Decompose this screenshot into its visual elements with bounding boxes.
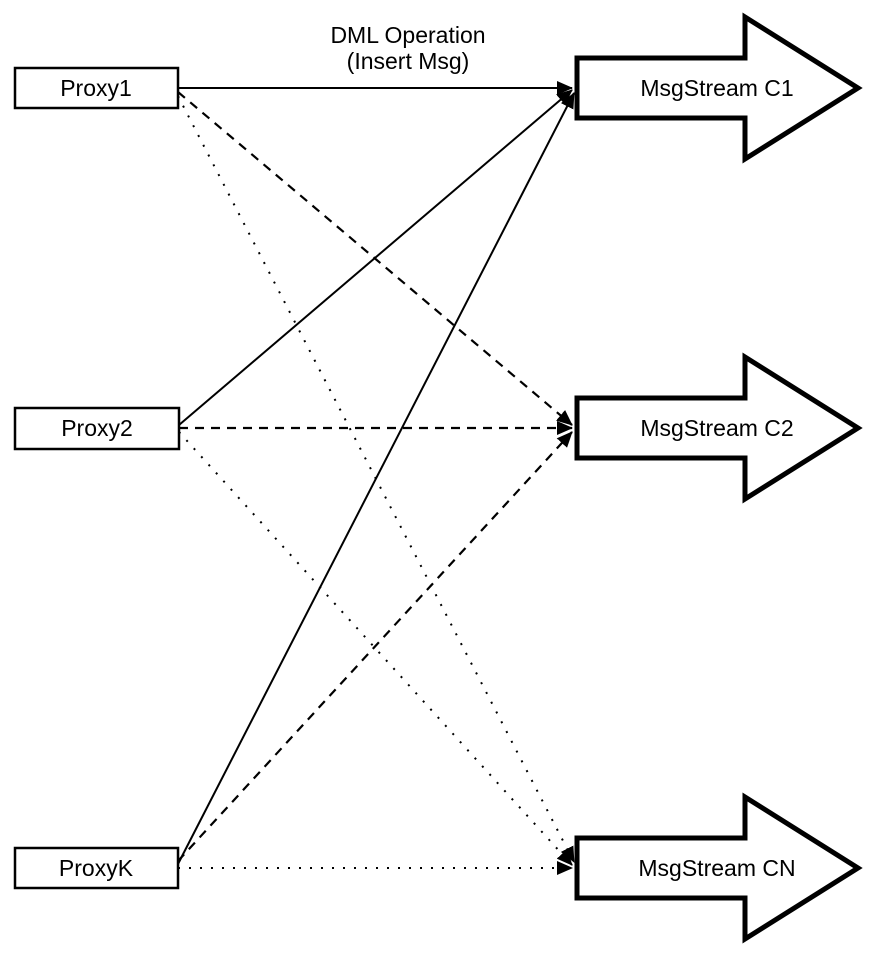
node-proxy1: Proxy1 bbox=[13, 66, 180, 110]
node-proxy2: Proxy2 bbox=[13, 406, 181, 451]
edge-caption-line1: DML Operation bbox=[330, 22, 485, 48]
node-msgstream-c1: MsgStream C1 bbox=[574, 12, 863, 164]
node-msgstream-c1-label: MsgStream C1 bbox=[640, 75, 793, 101]
node-proxyk-box bbox=[13, 846, 180, 890]
stream-arrow-shape bbox=[574, 352, 863, 504]
node-proxyk: ProxyK bbox=[13, 846, 180, 890]
node-proxy1-box bbox=[13, 66, 180, 110]
node-msgstream-c2-label: MsgStream C2 bbox=[640, 415, 793, 441]
edge-caption: DML Operation (Insert Msg) bbox=[330, 22, 485, 74]
node-msgstream-cn: MsgStream CN bbox=[574, 792, 863, 944]
edge-proxyk-to-msgstream-c2 bbox=[177, 431, 573, 862]
node-msgstream-c2: MsgStream C2 bbox=[574, 352, 863, 504]
node-proxy1-label: Proxy1 bbox=[60, 75, 132, 101]
node-msgstream-cn-label: MsgStream CN bbox=[638, 855, 795, 881]
stream-arrow-shape bbox=[574, 12, 863, 164]
edge-caption-line2: (Insert Msg) bbox=[347, 48, 470, 74]
edge-proxy2-to-msgstream-cn bbox=[178, 431, 573, 866]
node-proxyk-label: ProxyK bbox=[59, 855, 134, 881]
edge-proxy1-to-msgstream-c2 bbox=[177, 91, 573, 426]
edge-proxy1-to-msgstream-cn bbox=[177, 95, 575, 863]
node-proxy2-label: Proxy2 bbox=[61, 415, 133, 441]
stream-arrow-shape bbox=[574, 792, 863, 944]
node-proxy2-box bbox=[13, 406, 181, 451]
edges-layer bbox=[177, 81, 575, 875]
